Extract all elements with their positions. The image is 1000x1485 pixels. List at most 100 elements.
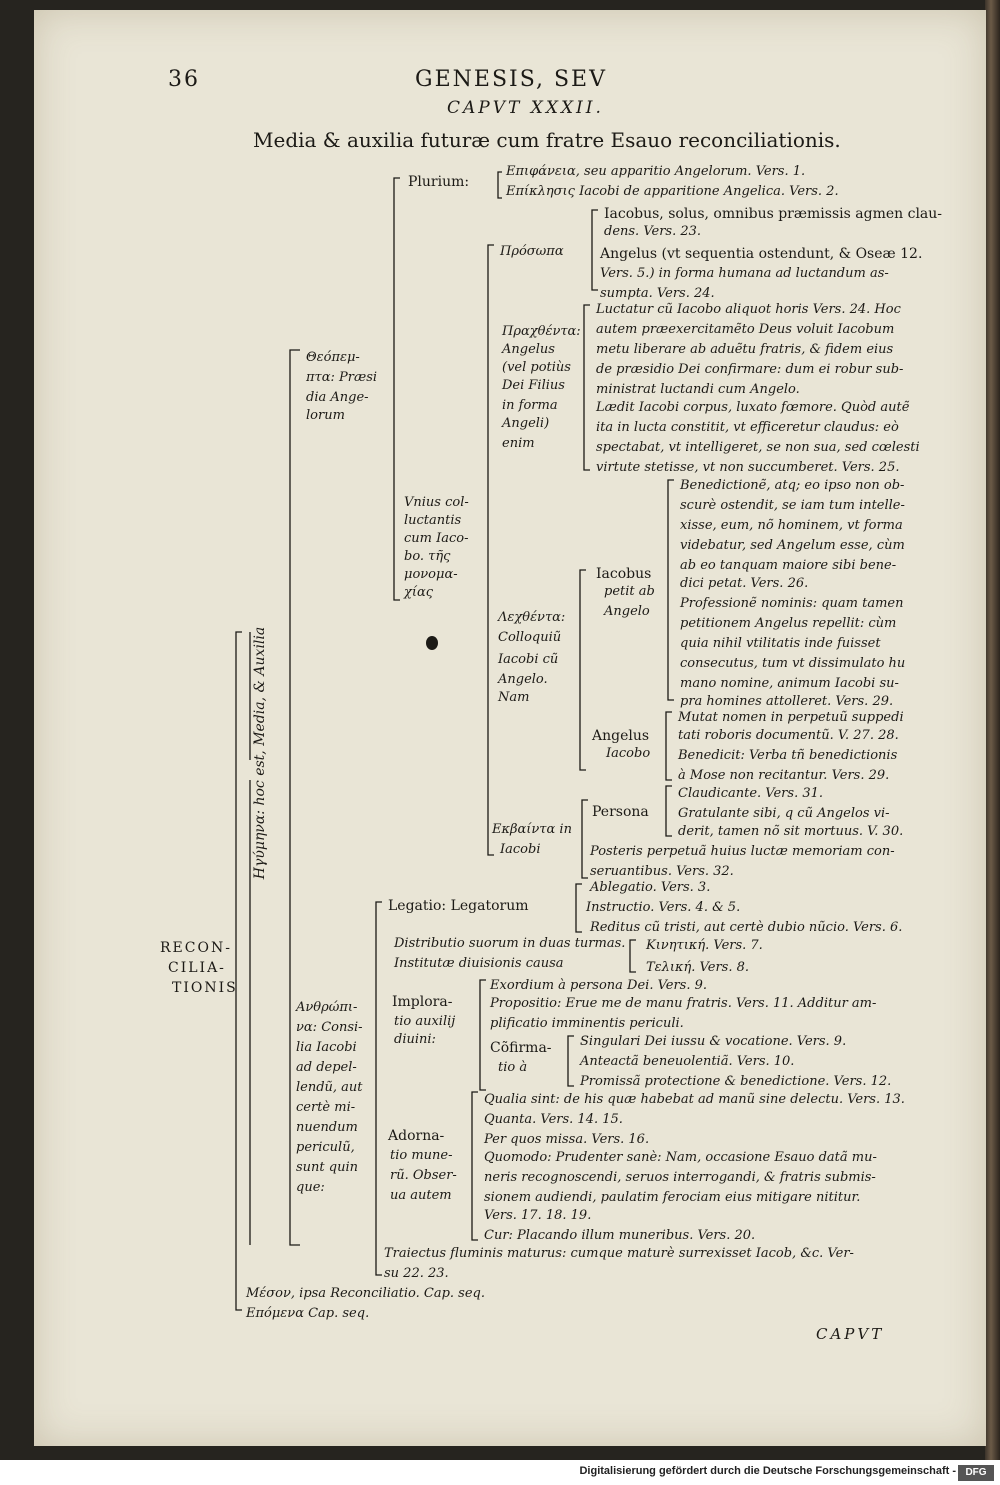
angelus-item-4: à Mose non recitantur. Vers. 29. — [678, 768, 890, 783]
persona-item-1: Claudicante. Vers. 31. — [678, 786, 824, 801]
angelus-iacobo-1: Angelus — [592, 728, 650, 744]
footer-bar: Digitalisierung gefördert durch die Deut… — [0, 1460, 1000, 1485]
prosopa-item-1: Iacobus, solus, omnibus præmissis agmen … — [604, 206, 943, 222]
angelus-item-3: Benedicit: Verba tñ benedictionis — [678, 748, 898, 763]
iacobus-petit-1: Iacobus — [596, 566, 652, 582]
iacobus-item-8: petitionem Angelus repellit: cùm — [680, 616, 897, 631]
iacobus-item-5: ab eo tanquam maiore sibi bene- — [680, 558, 897, 573]
running-title: GENESIS, SEV — [415, 67, 607, 92]
adornatio-4: ua autem — [390, 1188, 452, 1203]
theopempta-brace — [393, 177, 400, 601]
plurium-item-1: Επιφάνεια, seu apparitio Angelorum. Vers… — [506, 164, 806, 179]
imploratio-item-3: plificatio imminentis periculi. — [490, 1016, 684, 1031]
adornatio-item-2: Quanta. Vers. 14. 15. — [484, 1112, 623, 1127]
iacobus-item-6: dici petat. Vers. 26. — [680, 576, 809, 591]
theopempta-4: lorum — [306, 408, 345, 423]
epomena-line: Επόμενα Cap. seq. — [246, 1306, 370, 1321]
prachthenta-item-1: Luctatur cũ Iacobo aliquot horis Vers. 2… — [596, 302, 901, 317]
footer-credit: Digitalisierung gefördert durch die Deut… — [579, 1465, 956, 1477]
prachthenta-item-7: ita in lucta constitit, vt efficeretur c… — [596, 420, 899, 435]
iacobus-item-3: xisse, eum, nõ hominem, vt forma — [680, 518, 903, 533]
legatio-item-2: Instructio. Vers. 4. & 5. — [586, 900, 741, 915]
unius-2: luctantis — [404, 513, 462, 528]
persona-item-2: Gratulante sibi, q cũ Angelos vi- — [678, 806, 890, 821]
theopempta-1: Θεόπεμ- — [306, 350, 360, 365]
persona-label: Persona — [592, 804, 649, 820]
iacobus-petit-3: Angelo — [604, 604, 650, 619]
anthropina-2: να: Consi- — [296, 1020, 363, 1035]
hygmena-label: Ηγύμηνα: hoc est, Media, & Auxilia — [252, 626, 268, 880]
unius-6: χίας — [404, 585, 434, 600]
theopempta-2: πτα: Præsi — [306, 370, 378, 385]
prosopa-item-4: Vers. 5.) in forma humana ad luctandum a… — [600, 266, 889, 281]
root-label-1: RECON- — [160, 940, 232, 956]
lechthenta-5: Nam — [498, 690, 530, 705]
adornatio-3: rũ. Obser- — [390, 1168, 457, 1183]
iacobus-item-11: mano nomine, animum Iacobi su- — [680, 676, 899, 691]
adornatio-item-5: neris recognoscendi, seruos interrogandi… — [484, 1170, 876, 1185]
prosopa-item-3: Angelus (vt sequentia ostendunt, & Oseæ … — [600, 246, 923, 262]
iacobus-item-7: Professionẽ nominis: quam tamen — [680, 596, 904, 611]
iacobus-petit-2: petit ab — [604, 584, 655, 599]
confirmatio-item-2: Anteactã beneuolentiã. Vers. 10. — [580, 1054, 795, 1069]
chapter-title: CAPVT XXXII. — [447, 98, 604, 118]
distributio-item-1: Κινητική. Vers. 7. — [646, 938, 763, 953]
plurium-label: Plurium: — [408, 174, 470, 190]
angelus-iacobo-2: Iacobo — [606, 746, 651, 761]
page-heading: Media & auxilia futuræ cum fratre Esauo … — [253, 128, 841, 152]
anthropina-5: lendũ, aut — [296, 1080, 363, 1095]
prachthenta-item-9: virtute stetisse, vt non succumberet. Ve… — [596, 460, 900, 475]
anthropina-4: ad depel- — [296, 1060, 357, 1075]
legatio-item-3: Reditus cũ tristi, aut certè dubio nũcio… — [590, 920, 903, 935]
prosopa-label: Πρόσωπα — [500, 244, 564, 259]
prachthenta-5: in forma — [502, 398, 558, 413]
angelus-item-2: tati roboris documentũ. V. 27. 28. — [678, 728, 899, 743]
prachthenta-7: enim — [502, 436, 535, 451]
prachthenta-item-6: Lædit Iacobi corpus, luxato fœmore. Quòd… — [596, 400, 910, 415]
lechthenta-4: Angelo. — [498, 672, 548, 687]
imploratio-item-2: Propositio: Erue me de manu fratris. Ver… — [490, 996, 877, 1011]
imploratio-item-1: Exordium à persona Dei. Vers. 9. — [490, 978, 708, 993]
prachthenta-4: Dei Filius — [502, 378, 565, 393]
confirmatio-1: Cõfirma- — [490, 1040, 552, 1056]
lechthenta-2: Colloquiũ — [498, 630, 562, 645]
meson-line: Μέσον, ipsa Reconciliatio. Cap. seq. — [246, 1286, 486, 1301]
prosopa-item-2: dens. Vers. 23. — [604, 224, 702, 239]
adornatio-item-7: Vers. 17. 18. 19. — [484, 1208, 592, 1223]
unius-4: bo. τῆς — [404, 549, 451, 564]
iacobus-item-10: consecutus, tum vt dissimulato hu — [680, 656, 906, 671]
unius-1: Vnius col- — [404, 495, 469, 510]
prachthenta-2: Angelus — [502, 342, 555, 357]
adornatio-item-3: Per quos missa. Vers. 16. — [484, 1132, 650, 1147]
persona-item-3: derit, tamen nõ sit mortuus. V. 30. — [678, 824, 904, 839]
exbainta-2: Iacobi — [500, 842, 541, 857]
plurium-item-2: Επίκλησις Iacobi de apparitione Angelica… — [506, 184, 839, 199]
adornatio-1: Adorna- — [388, 1128, 445, 1144]
anthropina-6: certè mi- — [296, 1100, 356, 1115]
distributio-item-2: Τελική. Vers. 8. — [646, 960, 750, 975]
adornatio-2: tio mune- — [390, 1148, 453, 1163]
anthropina-9: sunt quin — [296, 1160, 358, 1175]
iacobus-item-1: Benedictionẽ, atq; eo ipso non ob- — [680, 478, 905, 493]
imploratio-1: Implora- — [392, 994, 453, 1010]
anthropina-3: lia Iacobi — [296, 1040, 357, 1055]
prachthenta-item-5: ministrat luctandi cum Angelo. — [596, 382, 800, 397]
root-label-2: CILIA- — [168, 960, 226, 976]
adornatio-item-1: Qualia sint: de his quæ habebat ad manũ … — [484, 1092, 905, 1107]
posteris-2: seruantibus. Vers. 32. — [590, 864, 734, 879]
anthropina-1: Ανθρώπι- — [296, 1000, 358, 1015]
root-label-3: TIONIS — [172, 980, 238, 996]
legatio-item-1: Ablegatio. Vers. 3. — [590, 880, 711, 895]
posteris-1: Posteris perpetuã huius luctæ memoriam c… — [590, 844, 895, 859]
catchword: CAPVT — [816, 1325, 885, 1343]
imploratio-2: tio auxilij — [394, 1014, 456, 1029]
iacobus-item-2: scurè ostendit, se iam tum intelle- — [680, 498, 905, 513]
book-edge — [985, 0, 1000, 1460]
page-leaf — [34, 10, 986, 1446]
page-number: 36 — [168, 67, 200, 92]
traiectus-1: Traiectus fluminis maturus: cumque matur… — [384, 1246, 854, 1261]
prachthenta-1: Πραχθέντα: — [502, 324, 581, 339]
root-brace — [235, 631, 242, 1311]
prachthenta-6: Angeli) — [502, 416, 550, 431]
